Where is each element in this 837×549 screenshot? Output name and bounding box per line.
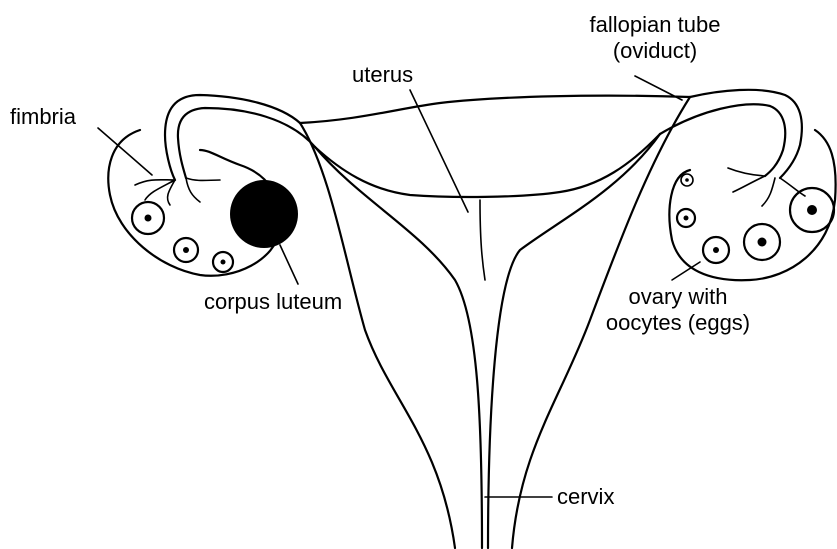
fimbria-leader-line xyxy=(98,128,152,175)
label-fallopian-tube: fallopian tube (oviduct) xyxy=(550,12,760,64)
label-ovary-line1: ovary with xyxy=(588,284,768,310)
corpus-luteum-leader-line xyxy=(280,245,298,284)
label-ovary-line2: oocytes (eggs) xyxy=(588,310,768,336)
label-fallopian-tube-line1: fallopian tube xyxy=(550,12,760,38)
corpus-luteum xyxy=(230,180,298,248)
label-uterus: uterus xyxy=(352,62,413,88)
label-cervix: cervix xyxy=(557,484,614,510)
left-oocytes xyxy=(132,202,233,272)
label-ovary: ovary with oocytes (eggs) xyxy=(588,284,768,336)
label-fimbria: fimbria xyxy=(10,104,76,130)
uterus-leader-line xyxy=(410,90,468,212)
left-fallopian-tube-outer xyxy=(165,95,300,180)
cervix-canal-line xyxy=(480,200,485,280)
uterus-top-outer-contour xyxy=(300,96,690,123)
uterus-cavity-left xyxy=(315,147,482,548)
right-oocytes xyxy=(677,174,834,263)
label-corpus-luteum: corpus luteum xyxy=(204,289,342,315)
label-fallopian-tube-line2: (oviduct) xyxy=(550,38,760,64)
